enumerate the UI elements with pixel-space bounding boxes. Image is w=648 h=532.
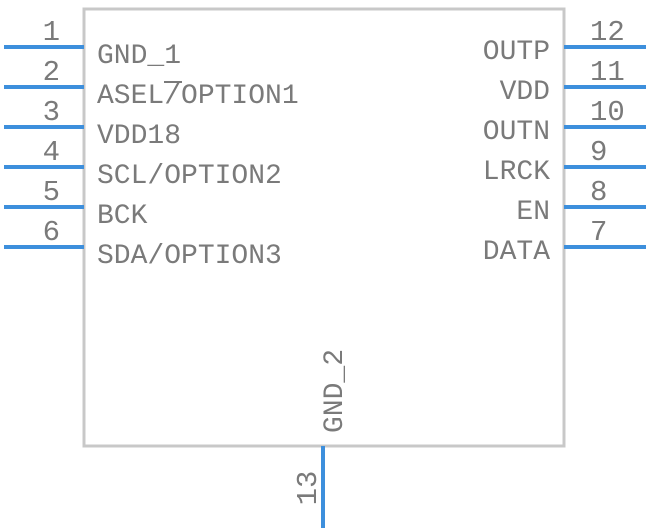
pin-number-9: 9 bbox=[590, 136, 607, 169]
pin-name-8: EN bbox=[516, 197, 550, 228]
pin-number-7: 7 bbox=[590, 216, 607, 249]
pin-name-10: OUTN bbox=[483, 117, 550, 148]
pin-name-2: ASEL/OPTION1 bbox=[97, 81, 299, 112]
pin-name-13: GND_2 bbox=[320, 349, 351, 433]
pin-number-4: 4 bbox=[43, 136, 60, 169]
pin-name-4: SCL/OPTION2 bbox=[97, 161, 282, 192]
pin-number-3: 3 bbox=[43, 96, 60, 129]
pin-name-6: SDA/OPTION3 bbox=[97, 241, 282, 272]
pin-number-13: 13 bbox=[292, 471, 325, 506]
pin-number-1: 1 bbox=[43, 16, 60, 49]
pin-number-5: 5 bbox=[43, 176, 60, 209]
pin-number-11: 11 bbox=[590, 56, 625, 89]
pin-number-8: 8 bbox=[590, 176, 607, 209]
pin-number-10: 10 bbox=[590, 96, 625, 129]
pin-number-12: 12 bbox=[590, 16, 625, 49]
pin-name-7: DATA bbox=[483, 237, 550, 268]
pin-name-11: VDD bbox=[500, 77, 550, 108]
pin-name-1: GND_1 bbox=[97, 41, 181, 72]
pin-name-12: OUTP bbox=[483, 37, 550, 68]
pin-number-2: 2 bbox=[43, 56, 60, 89]
pin-name-9: LRCK bbox=[483, 157, 550, 188]
pin-name-5: BCK bbox=[97, 201, 148, 232]
pin-name-3: VDD18 bbox=[97, 121, 181, 152]
pin-number-6: 6 bbox=[43, 216, 60, 249]
